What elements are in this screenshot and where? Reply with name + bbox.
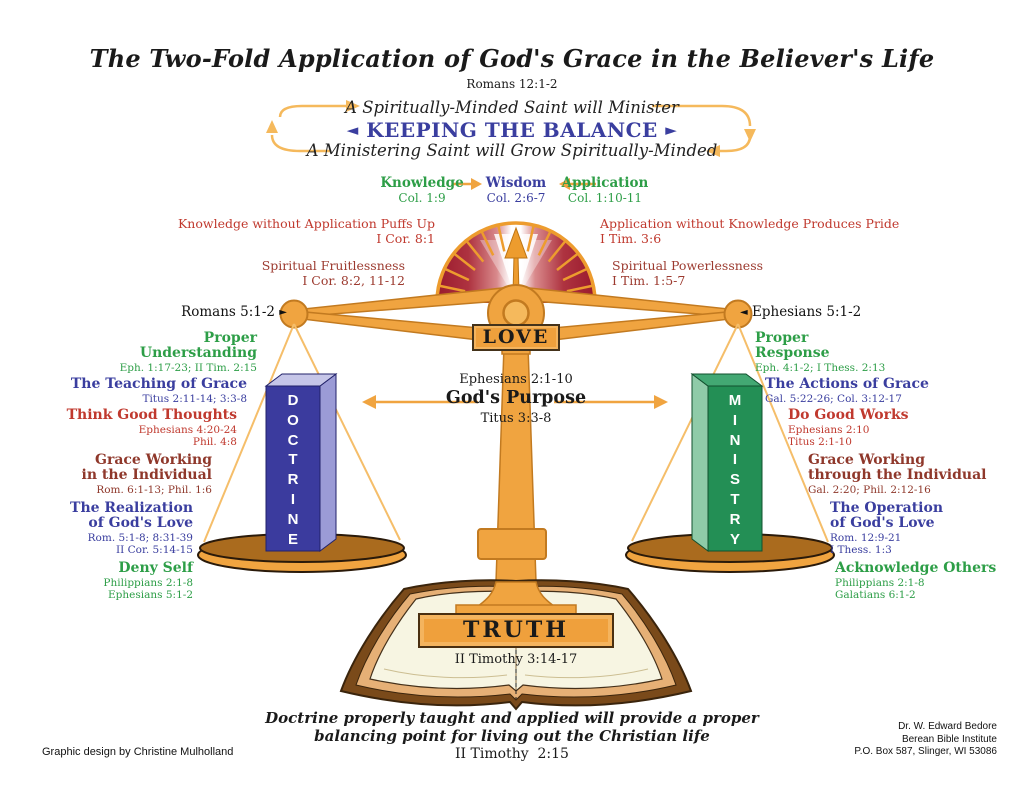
warning-text: Spiritual Fruitlessness [261,258,405,273]
point-refs: Ephesians 2:10 Titus 2:1-10 [788,424,870,448]
ministry-point-5: The Operation of God's Love Rom. 12:9-21… [830,500,944,557]
doctrine-point-6: Deny Self Philippians 2:1-8 Ephesians 5:… [103,560,193,602]
right-pivot-icon [723,299,753,329]
doctrine-pillar-label: DOCTRINE [287,392,299,548]
point-title: Think Good Thoughts [66,407,237,423]
truth-plate: TRUTH [418,613,614,648]
doctrine-point-3: Think Good Thoughts Ephesians 4:20-24 Ph… [66,407,237,449]
beam-label-right: ◄ Ephesians 5:1-2 [740,304,861,320]
ministry-point-4: Grace Working through the Individual Gal… [808,452,987,497]
application-node: Application Col. 1:10-11 [530,176,680,205]
point-refs: Rom. 5:1-8; 8:31-39 II Cor. 5:14-15 [87,532,193,556]
knowledge-label: Knowledge [380,175,464,191]
point-refs: Gal. 2:20; Phil. 2:12-16 [808,484,931,496]
point-title: The Realization of God's Love [70,500,193,531]
purpose-arrows-icon [362,395,668,409]
point-refs: Rom. 12:9-21 I Thess. 1:3 [830,532,902,556]
point-title: Proper Response [755,330,830,361]
point-refs: Ephesians 4:20-24 Phil. 4:8 [138,424,237,448]
cycle-top-text: A Spiritually-Minded Saint will Minister [345,98,679,117]
doctrine-point-4: Grace Working in the Individual Rom. 6:1… [81,452,212,497]
point-title: Proper Understanding [139,330,257,361]
warning-right-top: Application without Knowledge Produces P… [600,216,899,246]
wisdom-label: Wisdom [485,175,547,191]
ministry-point-3: Do Good Works Ephesians 2:10 Titus 2:1-1… [788,407,909,449]
wisdom-node: Wisdom Col. 2:6-7 [441,176,591,205]
warning-text: Knowledge without Application Puffs Up [177,216,435,231]
page-title-reference: Romans 12:1-2 [466,77,558,91]
right-triangle-icon: ► [665,121,678,139]
doctrine-point-5: The Realization of God's Love Rom. 5:1-8… [70,500,193,557]
ministry-point-1: Proper Response Eph. 4:1-2; I Thess. 2:1… [755,330,886,375]
designer-credit: Graphic design by Christine Mulholland [42,746,234,758]
application-ref: Col. 1:10-11 [567,191,643,205]
author-address: P.O. Box 587, Slinger, WI 53086 [854,746,997,757]
warning-ref: I Cor. 8:1 [376,231,435,246]
point-refs: Titus 2:11-14; 3:3-8 [142,393,247,405]
ministry-pillar-icon [690,373,764,552]
warning-left-mid: Spiritual Fruitlessness I Cor. 8:2, 11-1… [262,258,405,288]
point-refs: Eph. 4:1-2; I Thess. 2:13 [755,362,886,374]
point-refs: Gal. 5:22-26; Col. 3:12-17 [765,393,902,405]
cycle-arrows-icon [266,100,756,157]
point-title: Grace Working through the Individual [808,452,987,483]
doctrine-point-1: Proper Understanding Eph. 1:17-23; II Ti… [119,330,257,375]
ministry-point-6: Acknowledge Others Philippians 2:1-8 Gal… [835,560,997,602]
purpose-ref-bottom: Titus 3:3-8 [480,411,552,426]
ministry-pillar-label: MINISTRY [728,392,742,548]
left-pointer-icon: ◄ [740,307,748,318]
warning-text: Application without Knowledge Produces P… [600,216,900,231]
warning-ref: I Tim. 1:5-7 [612,273,686,288]
warning-text: Spiritual Powerlessness [612,258,764,273]
point-title: Deny Self [118,560,193,576]
truth-reference: II Timothy 3:14-17 [454,652,578,667]
point-refs: Philippians 2:1-8 Galatians 6:1-2 [835,577,925,601]
footer-statement-line2: balancing point for living out the Chris… [314,727,710,745]
warning-ref: I Tim. 3:6 [600,231,662,246]
beam-label-left: Romans 5:1-2 ► [181,304,287,320]
point-title: The Actions of Grace [765,376,929,392]
point-title: The Teaching of Grace [70,376,247,392]
keeping-the-balance-heading: ◄ KEEPING THE BALANCE ► [0,118,1024,142]
purpose-label: God's Purpose [445,388,587,408]
doctrine-point-2: The Teaching of Grace Titus 2:11-14; 3:3… [70,376,247,406]
author-credit: Dr. W. Edward Bedore Berean Bible Instit… [854,721,997,759]
footer-statement-line1: Doctrine properly taught and applied wil… [265,709,759,727]
doctrine-pillar-icon [264,373,338,552]
love-plate: LOVE [472,324,560,351]
warning-left-top: Knowledge without Application Puffs Up I… [178,216,435,246]
point-refs: Eph. 1:17-23; II Tim. 2:15 [119,362,257,374]
point-refs: Rom. 6:1-13; Phil. 1:6 [96,484,212,496]
application-label: Application [561,175,649,191]
page-title: The Two-Fold Application of God's Grace … [89,44,935,73]
point-title: Grace Working in the Individual [81,452,212,483]
pan-strings [203,323,829,543]
ministry-point-2: The Actions of Grace Gal. 5:22-26; Col. … [765,376,929,406]
left-triangle-icon: ◄ [346,121,359,139]
keeping-the-balance-label: KEEPING THE BALANCE [366,118,658,142]
footer-reference: II Timothy 2:15 [455,746,569,762]
point-title: The Operation of God's Love [830,500,944,531]
purpose-ref-top: Ephesians 2:1-10 [459,372,573,387]
left-pivot-icon [279,299,309,329]
point-title: Do Good Works [788,407,909,423]
warning-ref: I Cor. 8:2, 11-12 [302,273,405,288]
gods-purpose-block: Ephesians 2:1-10 God's Purpose Titus 3:3… [416,372,616,426]
beam-right-text: Ephesians 5:1-2 [752,304,862,320]
warning-right-mid: Spiritual Powerlessness I Tim. 1:5-7 [612,258,763,288]
cycle-bottom-text: A Ministering Saint will Grow Spirituall… [306,141,718,160]
knowledge-node: Knowledge Col. 1:9 [347,176,497,205]
author-institute: Berean Bible Institute [901,733,997,745]
point-refs: Philippians 2:1-8 Ephesians 5:1-2 [103,577,193,601]
balance-beam [279,284,753,355]
author-name: Dr. W. Edward Bedore [898,721,997,732]
beam-left-text: Romans 5:1-2 [181,304,275,320]
knowledge-ref: Col. 1:9 [398,191,446,205]
right-pointer-icon: ► [279,307,287,318]
point-title: Acknowledge Others [835,560,997,576]
wisdom-ref: Col. 2:6-7 [486,191,546,205]
triad-arrows-icon [452,178,596,190]
